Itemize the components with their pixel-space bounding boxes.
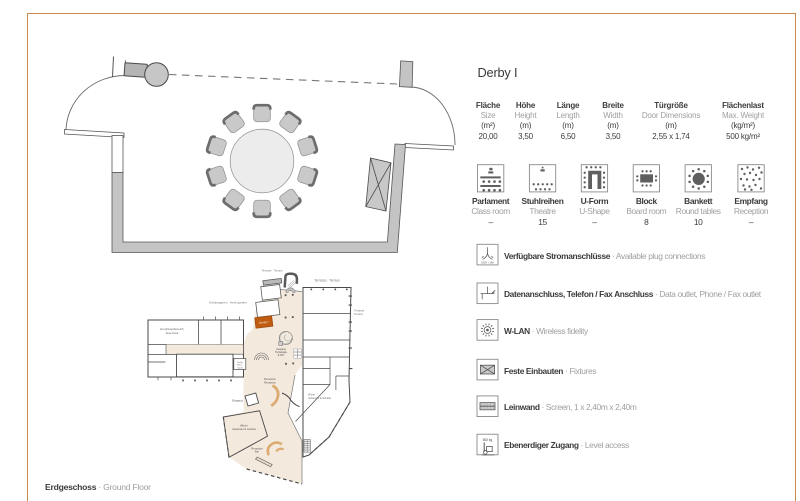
svg-text:Rezeption: Rezeption <box>251 448 263 451</box>
svg-text:Reception: Reception <box>264 380 276 384</box>
svg-text:Terrasse · Terrace: Terrasse · Terrace <box>314 279 340 283</box>
svg-text:Tiefgarage: Tiefgarage <box>275 351 287 354</box>
svg-text:Ausgang: Ausgang <box>276 348 286 351</box>
svg-text:Wies'n: Wies'n <box>240 424 248 428</box>
svg-text:W'snn: W'snn <box>308 394 315 397</box>
svg-text:Empfangsbereich: Empfangsbereich <box>160 327 184 331</box>
svg-text:Terrasse · Terrace: Terrasse · Terrace <box>262 269 283 273</box>
svg-text:& WC: & WC <box>278 354 285 357</box>
svg-text:Eingang: Eingang <box>232 399 243 403</box>
svg-text:restaurant & weinbar: restaurant & weinbar <box>232 427 256 431</box>
svg-text:handl: handl <box>237 367 243 369</box>
svg-text:Bar: Bar <box>255 451 259 454</box>
svg-text:Rezeption: Rezeption <box>264 377 276 381</box>
svg-text:restaurant & weinbar: restaurant & weinbar <box>308 397 331 400</box>
svg-text:Spa-Area: Spa-Area <box>166 331 179 335</box>
svg-text:Derby: Derby <box>237 361 244 364</box>
svg-text:Terrace: Terrace <box>354 312 363 316</box>
svg-text:Derby I: Derby I <box>259 320 269 325</box>
svg-text:Kräutergarten · Herb garden: Kräutergarten · Herb garden <box>209 301 247 305</box>
svg-text:500 kg: 500 kg <box>483 438 493 442</box>
svg-text:230V / 16A: 230V / 16A <box>481 260 494 264</box>
svg-text:Terrasse: Terrasse <box>354 309 365 313</box>
svg-text:Wirts-: Wirts- <box>237 364 243 367</box>
